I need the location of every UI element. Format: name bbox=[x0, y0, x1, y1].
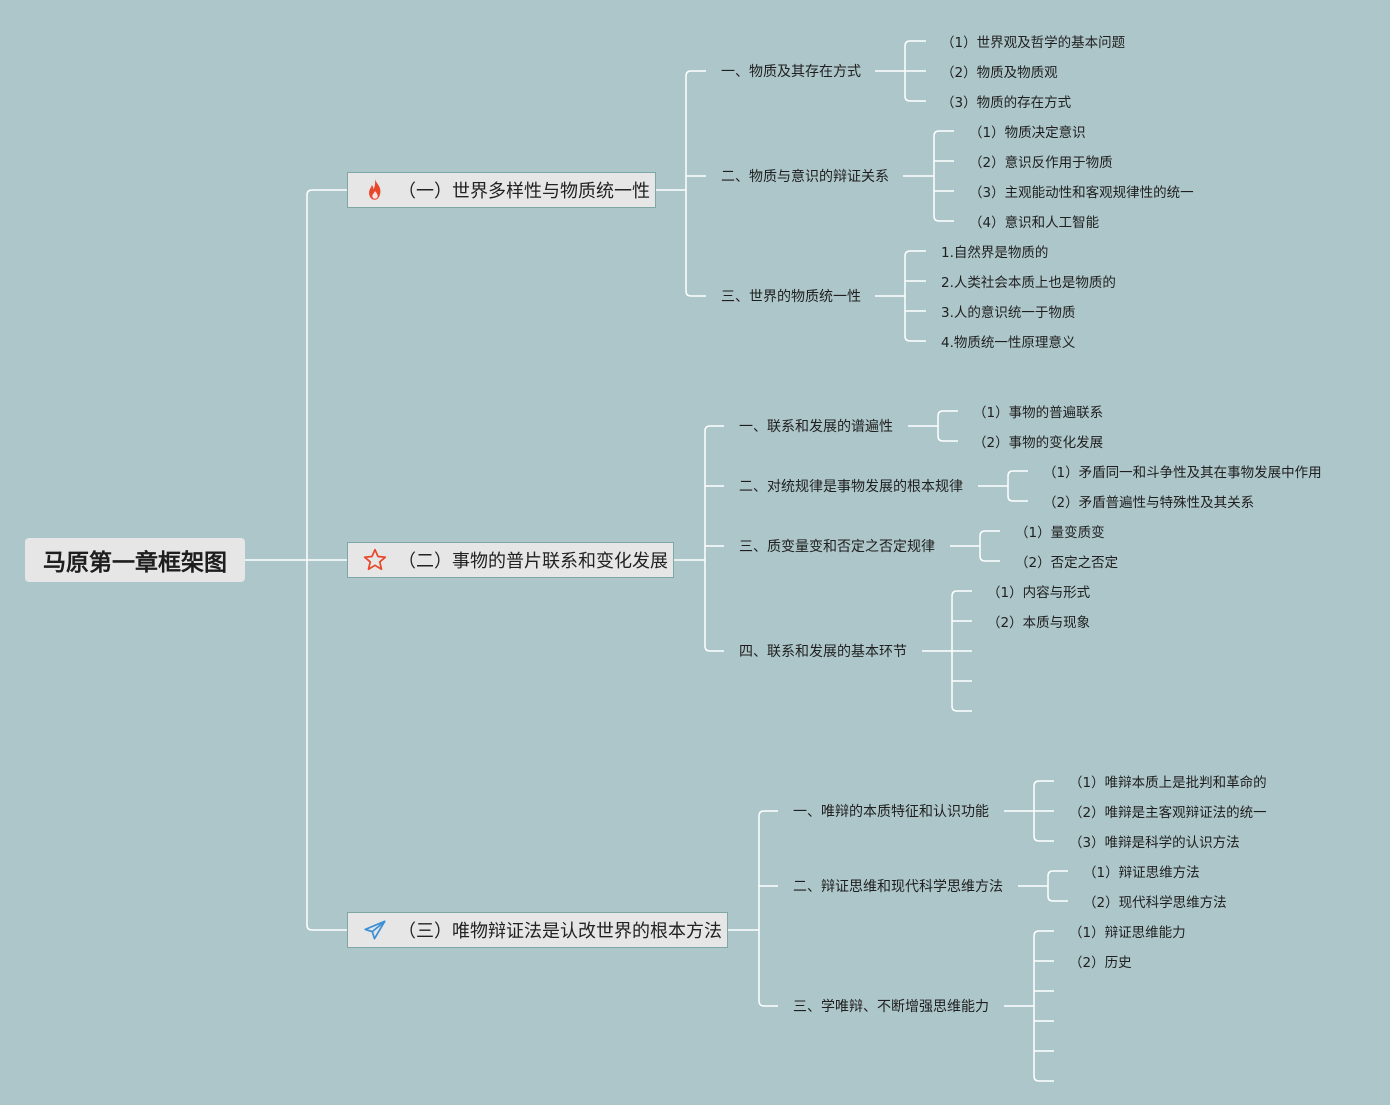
leaf-topic[interactable]: （3）主观能动性和客观规律性的统一 bbox=[969, 181, 1194, 201]
leaf-label: （1）辩证思维方法 bbox=[1083, 865, 1200, 881]
leaf-topic[interactable]: （4）意识和人工智能 bbox=[969, 211, 1099, 231]
leaf-topic[interactable]: （2）现代科学思维方法 bbox=[1083, 891, 1227, 911]
subtopic-label: 三、质变量变和否定之否定规律 bbox=[739, 539, 935, 555]
leaf-topic[interactable]: 1.自然界是物质的 bbox=[941, 241, 1048, 261]
subtopic-label: 一、唯辩的本质特征和认识功能 bbox=[793, 804, 989, 820]
leaf-topic[interactable]: 2.人类社会本质上也是物质的 bbox=[941, 271, 1116, 291]
leaf-topic[interactable]: （3）唯辩是科学的认识方法 bbox=[1069, 831, 1240, 851]
leaf-label: （2）事物的变化发展 bbox=[973, 435, 1104, 451]
subtopic-label: 四、联系和发展的基本环节 bbox=[739, 644, 907, 660]
connector bbox=[908, 410, 958, 442]
connector bbox=[656, 70, 706, 297]
connector bbox=[1004, 930, 1054, 1082]
leaf-topic[interactable]: （2）否定之否定 bbox=[1015, 551, 1118, 571]
subtopic-label: 三、学唯辩、不断增强思维能力 bbox=[793, 999, 989, 1015]
leaf-label: （1）矛盾同一和斗争性及其在事物发展中作用 bbox=[1043, 465, 1322, 481]
connector bbox=[903, 130, 954, 222]
leaf-topic[interactable]: （2）物质及物质观 bbox=[941, 61, 1058, 81]
subtopic-label: 三、世界的物质统一性 bbox=[721, 289, 861, 305]
connector bbox=[674, 425, 724, 652]
leaf-label: （1）内容与形式 bbox=[987, 585, 1091, 601]
leaf-label: （2）历史 bbox=[1069, 955, 1132, 971]
connector bbox=[728, 810, 778, 1007]
paper-plane-icon bbox=[362, 917, 388, 943]
connector bbox=[245, 189, 347, 931]
subtopic[interactable]: 一、物质及其存在方式 bbox=[721, 61, 861, 81]
leaf-label: （1）唯辩本质上是批判和革命的 bbox=[1069, 775, 1267, 791]
topic-world-diversity[interactable]: （一）世界多样性与物质统一性 bbox=[347, 172, 656, 208]
leaf-topic[interactable]: （2）本质与现象 bbox=[987, 611, 1090, 631]
leaf-label: 3.人的意识统一于物质 bbox=[941, 305, 1076, 321]
leaf-topic[interactable]: （1）矛盾同一和斗争性及其在事物发展中作用 bbox=[1043, 461, 1322, 481]
root-topic-label: 马原第一章框架图 bbox=[43, 550, 227, 576]
leaf-topic[interactable]: （1）内容与形式 bbox=[987, 581, 1090, 601]
subtopic[interactable]: 三、学唯辩、不断增强思维能力 bbox=[793, 996, 989, 1016]
leaf-label: （4）意识和人工智能 bbox=[969, 215, 1100, 231]
leaf-label: （3）物质的存在方式 bbox=[941, 95, 1072, 111]
flame-icon bbox=[362, 177, 388, 203]
connector bbox=[1004, 780, 1054, 842]
leaf-label: 1.自然界是物质的 bbox=[941, 245, 1049, 261]
leaf-topic[interactable]: （1）物质决定意识 bbox=[969, 121, 1086, 141]
leaf-label: （1）事物的普遍联系 bbox=[973, 405, 1104, 421]
subtopic[interactable]: 二、物质与意识的辩证关系 bbox=[721, 166, 889, 186]
leaf-label: 2.人类社会本质上也是物质的 bbox=[941, 275, 1116, 291]
leaf-topic[interactable]: （1）事物的普遍联系 bbox=[973, 401, 1103, 421]
subtopic[interactable]: 三、质变量变和否定之否定规律 bbox=[739, 536, 935, 556]
topic-universal-connection[interactable]: （二）事物的普片联系和变化发展 bbox=[347, 542, 674, 578]
connector bbox=[922, 590, 972, 712]
leaf-topic[interactable]: （2）意识反作用于物质 bbox=[969, 151, 1113, 171]
subtopic[interactable]: 一、联系和发展的谱遍性 bbox=[739, 416, 893, 436]
leaf-label: （2）意识反作用于物质 bbox=[969, 155, 1113, 171]
topic-materialist-dialectics[interactable]: （三）唯物辩证法是认改世界的根本方法 bbox=[347, 912, 728, 948]
subtopic-label: 一、物质及其存在方式 bbox=[721, 64, 861, 80]
leaf-topic[interactable]: （2）矛盾普遍性与特殊性及其关系 bbox=[1043, 491, 1254, 511]
subtopic[interactable]: 四、联系和发展的基本环节 bbox=[739, 641, 907, 661]
leaf-label: （2）唯辩是主客观辩证法的统一 bbox=[1069, 805, 1267, 821]
subtopic-label: 二、对统规律是事物发展的根本规律 bbox=[739, 479, 963, 495]
subtopic-label: 二、物质与意识的辩证关系 bbox=[721, 169, 889, 185]
leaf-label: （1）世界观及哲学的基本问题 bbox=[941, 35, 1126, 51]
leaf-topic[interactable]: （1）辩证思维能力 bbox=[1069, 921, 1186, 941]
leaf-label: （1）辩证思维能力 bbox=[1069, 925, 1186, 941]
leaf-topic[interactable]: （3）物质的存在方式 bbox=[941, 91, 1071, 111]
leaf-label: 4.物质统一性原理意义 bbox=[941, 335, 1076, 351]
leaf-topic[interactable]: （2）唯辩是主客观辩证法的统一 bbox=[1069, 801, 1267, 821]
subtopic-label: 二、辩证思维和现代科学思维方法 bbox=[793, 879, 1003, 895]
topic-label: （一）世界多样性与物质统一性 bbox=[398, 181, 650, 202]
leaf-label: （2）矛盾普遍性与特殊性及其关系 bbox=[1043, 495, 1255, 511]
leaf-topic[interactable]: （1）世界观及哲学的基本问题 bbox=[941, 31, 1125, 51]
leaf-label: （2）本质与现象 bbox=[987, 615, 1091, 631]
connector bbox=[1018, 870, 1068, 902]
subtopic-label: 一、联系和发展的谱遍性 bbox=[739, 419, 893, 435]
leaf-label: （3）唯辩是科学的认识方法 bbox=[1069, 835, 1240, 851]
subtopic[interactable]: 三、世界的物质统一性 bbox=[721, 286, 861, 306]
leaf-label: （2）物质及物质观 bbox=[941, 65, 1058, 81]
leaf-topic[interactable]: （1）唯辩本质上是批判和革命的 bbox=[1069, 771, 1267, 791]
leaf-label: （1）量变质变 bbox=[1015, 525, 1105, 541]
leaf-label: （2）现代科学思维方法 bbox=[1083, 895, 1227, 911]
leaf-topic[interactable]: （2）事物的变化发展 bbox=[973, 431, 1103, 451]
star-icon bbox=[362, 547, 388, 573]
root-topic[interactable]: 马原第一章框架图 bbox=[25, 538, 245, 582]
subtopic[interactable]: 二、对统规律是事物发展的根本规律 bbox=[739, 476, 963, 496]
leaf-topic[interactable]: （2）历史 bbox=[1069, 951, 1132, 971]
leaf-label: （3）主观能动性和客观规律性的统一 bbox=[969, 185, 1194, 201]
leaf-label: （2）否定之否定 bbox=[1015, 555, 1119, 571]
connector bbox=[875, 40, 926, 102]
topic-label: （二）事物的普片联系和变化发展 bbox=[398, 551, 668, 572]
connector bbox=[950, 530, 1000, 562]
subtopic[interactable]: 一、唯辩的本质特征和认识功能 bbox=[793, 801, 989, 821]
connector bbox=[978, 470, 1028, 502]
leaf-topic[interactable]: （1）辩证思维方法 bbox=[1083, 861, 1200, 881]
leaf-topic[interactable]: 4.物质统一性原理意义 bbox=[941, 331, 1075, 351]
leaf-topic[interactable]: （1）量变质变 bbox=[1015, 521, 1105, 541]
topic-label: （三）唯物辩证法是认改世界的根本方法 bbox=[398, 921, 722, 942]
subtopic[interactable]: 二、辩证思维和现代科学思维方法 bbox=[793, 876, 1003, 896]
leaf-label: （1）物质决定意识 bbox=[969, 125, 1086, 141]
connector bbox=[875, 250, 926, 342]
leaf-topic[interactable]: 3.人的意识统一于物质 bbox=[941, 301, 1075, 321]
